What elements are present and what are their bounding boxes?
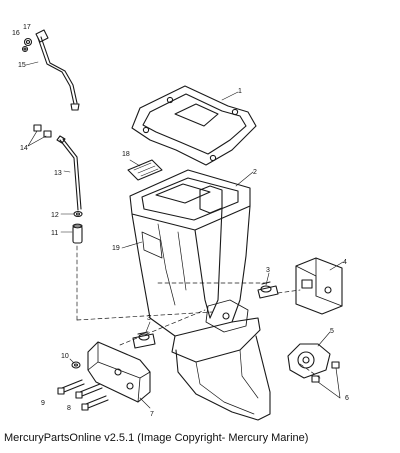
callout-1: 1 [238,88,242,95]
part-15-shift-rod [35,29,80,111]
part-1-gasket [131,85,257,166]
callout-17: 17 [23,24,31,31]
part-12-nut [73,210,83,218]
part-4-upper-mount [295,257,343,315]
callout-12: 12 [51,212,59,219]
callout-7: 7 [150,411,154,418]
part-8-bolts [75,383,109,411]
callout-13: 13 [54,170,62,177]
callout-11: 11 [51,230,58,237]
callout-6: 6 [345,395,349,402]
leader-lines [25,61,344,409]
part-17-clip [23,37,33,47]
part-2-driveshaft-housing [129,169,271,421]
part-9-bolt [57,379,85,395]
callout-5: 5 [330,328,334,335]
part-18-decal [127,159,163,181]
part-13-shift-rod [56,135,82,211]
image-caption: MercuryPartsOnline v2.5.1 (Image Copyrig… [4,432,309,444]
callout-18: 18 [122,151,130,158]
part-16-washer [21,45,29,53]
part-7-lower-bracket [87,341,151,403]
part-3-lower-stud [132,331,156,349]
part-11-coupler [72,223,83,244]
callout-3-lower: 3 [147,315,151,322]
part-6-screws [311,361,341,399]
alignment-lines [76,245,321,379]
part-3-upper-stud [257,281,279,299]
callout-15: 15 [18,62,26,69]
part-14-screws [27,124,52,147]
callout-4: 4 [343,259,347,266]
callout-3-upper: 3 [266,267,270,274]
callout-19: 19 [112,245,120,252]
part-5-cover [287,343,331,379]
callout-16: 16 [12,30,20,37]
callout-14: 14 [20,145,28,152]
callout-9: 9 [41,400,45,407]
callout-8: 8 [67,405,71,412]
callout-10: 10 [61,353,69,360]
callout-2: 2 [253,169,257,176]
part-10-washer [71,361,81,369]
